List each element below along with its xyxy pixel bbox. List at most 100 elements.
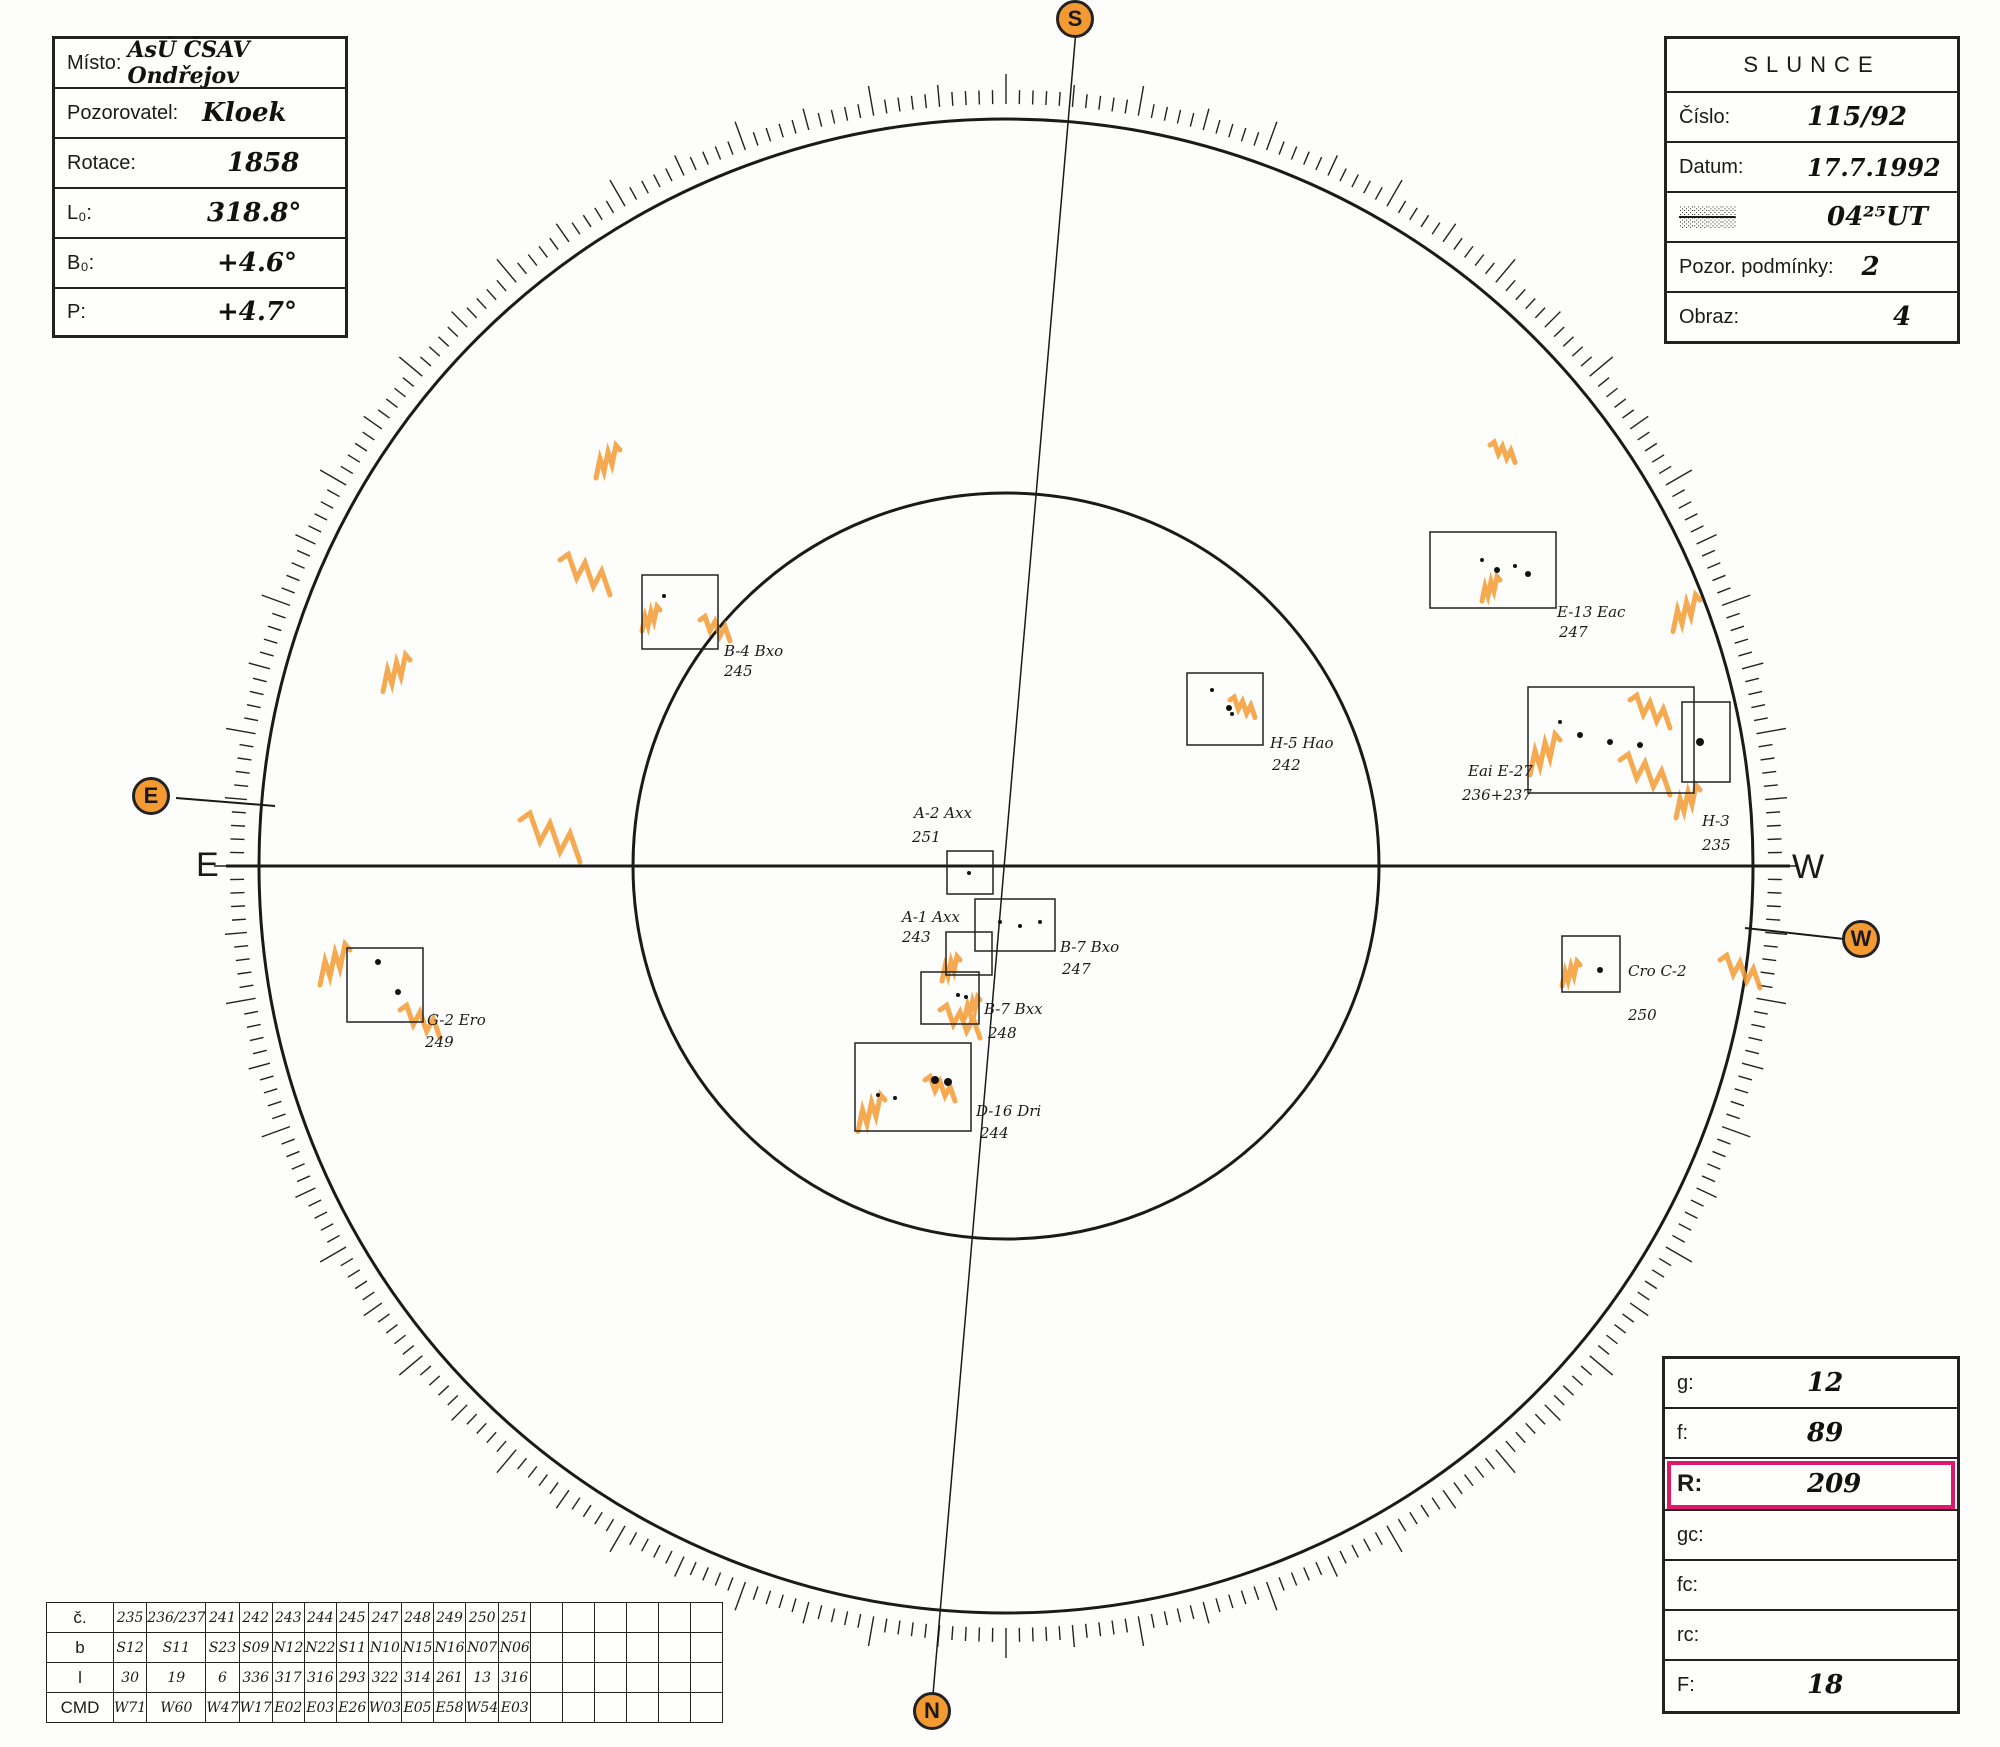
table-cell — [594, 1602, 628, 1633]
tick-mark — [964, 91, 967, 106]
facula-sketch — [1227, 693, 1258, 720]
tick-mark — [609, 1525, 626, 1553]
tick-mark — [1696, 1187, 1717, 1198]
tick-mark — [1678, 1223, 1692, 1231]
group-number: 245 — [723, 662, 753, 680]
rotation-label: Rotace: — [67, 151, 136, 174]
tick-mark — [1351, 1544, 1359, 1558]
tick-mark — [286, 1150, 300, 1158]
tick-mark — [1431, 1497, 1441, 1510]
compass-south: S — [1056, 0, 1094, 38]
tick-mark — [252, 1049, 267, 1055]
tick-mark — [857, 1613, 862, 1628]
tick-mark — [272, 1113, 286, 1120]
tick-mark — [1758, 743, 1773, 748]
tick-mark — [1762, 770, 1777, 774]
table-cell — [626, 1662, 660, 1693]
tick-mark — [340, 1257, 354, 1267]
tick-mark — [1215, 119, 1221, 134]
group-number: 251 — [911, 828, 941, 846]
tick-mark — [778, 1594, 784, 1609]
tick-mark — [308, 525, 322, 533]
tick-mark — [235, 958, 250, 962]
bigf-value: 18 — [1807, 1670, 1844, 1700]
tick-mark — [394, 1334, 406, 1345]
f-row: f: 89 — [1665, 1409, 1957, 1459]
gc-row: gc: — [1665, 1511, 1957, 1561]
tick-mark — [702, 151, 709, 165]
tick-mark — [1315, 156, 1323, 171]
tick-mark — [486, 1431, 497, 1444]
tick-mark — [394, 387, 406, 398]
gc-label: gc: — [1677, 1523, 1704, 1546]
tick-mark — [1278, 1577, 1285, 1591]
tick-mark — [1515, 1431, 1526, 1444]
group-label: E-13 Eac — [1556, 603, 1626, 621]
tick-mark — [496, 1449, 517, 1474]
tick-mark — [267, 1100, 282, 1107]
table-cell — [690, 1602, 724, 1633]
tick-mark — [910, 1622, 914, 1637]
date-row: Datum: 17.7.1992 — [1667, 143, 1957, 193]
tick-mark — [1707, 562, 1721, 569]
tick-mark — [259, 1075, 274, 1081]
tick-mark — [555, 1489, 570, 1509]
group-number: 244 — [979, 1124, 1009, 1142]
tick-mark — [1606, 387, 1618, 398]
tick-mark — [1202, 108, 1210, 131]
tick-mark — [1748, 690, 1763, 696]
tick-mark — [582, 214, 592, 228]
tick-mark — [347, 1269, 361, 1278]
date-value: 17.7.1992 — [1807, 152, 1941, 182]
tick-mark — [1397, 1518, 1407, 1532]
tick-mark — [1726, 1113, 1740, 1120]
group-number: 242 — [1271, 756, 1301, 774]
tick-mark — [246, 1023, 261, 1029]
tick-mark — [910, 95, 914, 110]
tick-mark — [555, 223, 570, 243]
tick-mark — [1756, 997, 1787, 1005]
tick-mark — [734, 1581, 747, 1611]
tick-mark — [319, 1246, 347, 1263]
tick-mark — [1707, 1163, 1721, 1170]
rc-label: rc: — [1677, 1623, 1700, 1646]
tick-mark — [605, 200, 615, 214]
tick-mark — [1622, 1313, 1635, 1323]
tick-mark — [1730, 1100, 1745, 1107]
tick-mark — [1339, 1550, 1347, 1564]
group-number: 243 — [901, 928, 931, 946]
group-label: D-16 Dri — [975, 1102, 1041, 1120]
tick-mark — [1637, 1291, 1650, 1301]
tick-mark — [320, 501, 334, 509]
tick-mark — [320, 1223, 334, 1231]
tick-mark — [1505, 1440, 1516, 1453]
tick-mark — [362, 431, 375, 441]
tick-mark — [447, 326, 459, 338]
tick-mark — [244, 1010, 259, 1015]
tick-mark — [347, 454, 361, 463]
facula-sketch — [962, 991, 983, 1024]
table-cell: E05 — [401, 1692, 435, 1723]
sheet-title: SLUNCE — [1667, 39, 1957, 93]
tick-mark — [1629, 1302, 1649, 1317]
table-cell: N07 — [465, 1632, 500, 1663]
tick-mark — [817, 1605, 823, 1620]
tick-mark — [308, 1199, 322, 1207]
table-cell — [530, 1692, 564, 1723]
table-cell: W60 — [146, 1692, 207, 1723]
time-value: 04²⁵UT — [1827, 202, 1928, 232]
table-cell — [594, 1662, 628, 1693]
tick-mark — [1684, 513, 1698, 521]
tick-mark — [830, 1608, 836, 1623]
tick-mark — [1756, 727, 1787, 735]
table-cell: E03 — [498, 1692, 532, 1723]
b0-value: +4.6° — [217, 248, 298, 278]
group-box-a2 — [946, 850, 994, 895]
tick-mark — [1163, 1611, 1169, 1626]
tick-mark — [244, 717, 259, 722]
tick-mark — [286, 574, 300, 582]
tick-mark — [1397, 200, 1407, 214]
tick-mark — [1701, 1175, 1716, 1183]
tick-mark — [594, 1511, 603, 1525]
